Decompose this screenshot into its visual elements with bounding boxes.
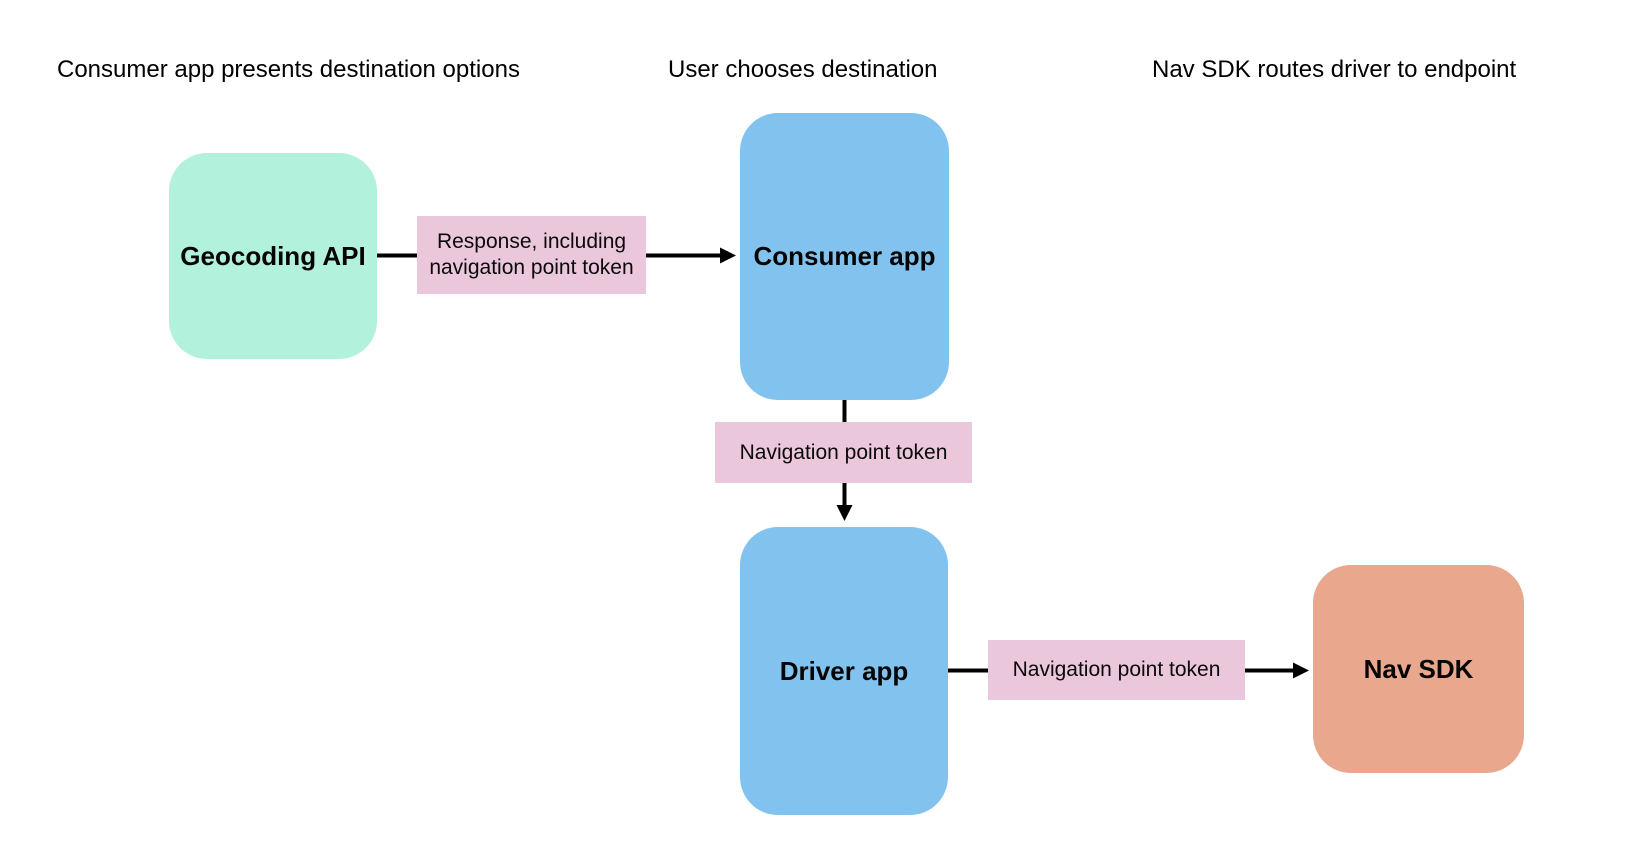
edge-label-text: Navigation point token bbox=[1012, 658, 1221, 681]
node-consumer-app: Consumer app bbox=[740, 113, 949, 400]
node-label: Driver app bbox=[779, 655, 909, 686]
node-geocoding-api: Geocoding API bbox=[169, 153, 377, 359]
node-label: Geocoding API bbox=[180, 240, 366, 271]
edge-label-navigation-point-token-1: Navigation point token bbox=[715, 422, 972, 483]
node-label: Consumer app bbox=[753, 241, 936, 271]
column-header-consumer-presents-options: Consumer app presents destination option… bbox=[57, 56, 520, 83]
node-driver-app: Driver app bbox=[740, 527, 948, 815]
column-header-nav-sdk-routes-driver: Nav SDK routes driver to endpoint bbox=[1152, 56, 1517, 83]
edge-label-text: Response, including navigation point tok… bbox=[429, 230, 634, 279]
node-label: Nav SDK bbox=[1363, 653, 1474, 684]
node-nav-sdk: Nav SDK bbox=[1313, 565, 1524, 773]
edge-label-navigation-point-token-2: Navigation point token bbox=[988, 640, 1245, 700]
edge-label-text: Navigation point token bbox=[739, 440, 948, 464]
edge-label-response-including-token: Response, including navigation point tok… bbox=[417, 216, 646, 294]
column-header-user-chooses-destination: User chooses destination bbox=[668, 56, 938, 83]
